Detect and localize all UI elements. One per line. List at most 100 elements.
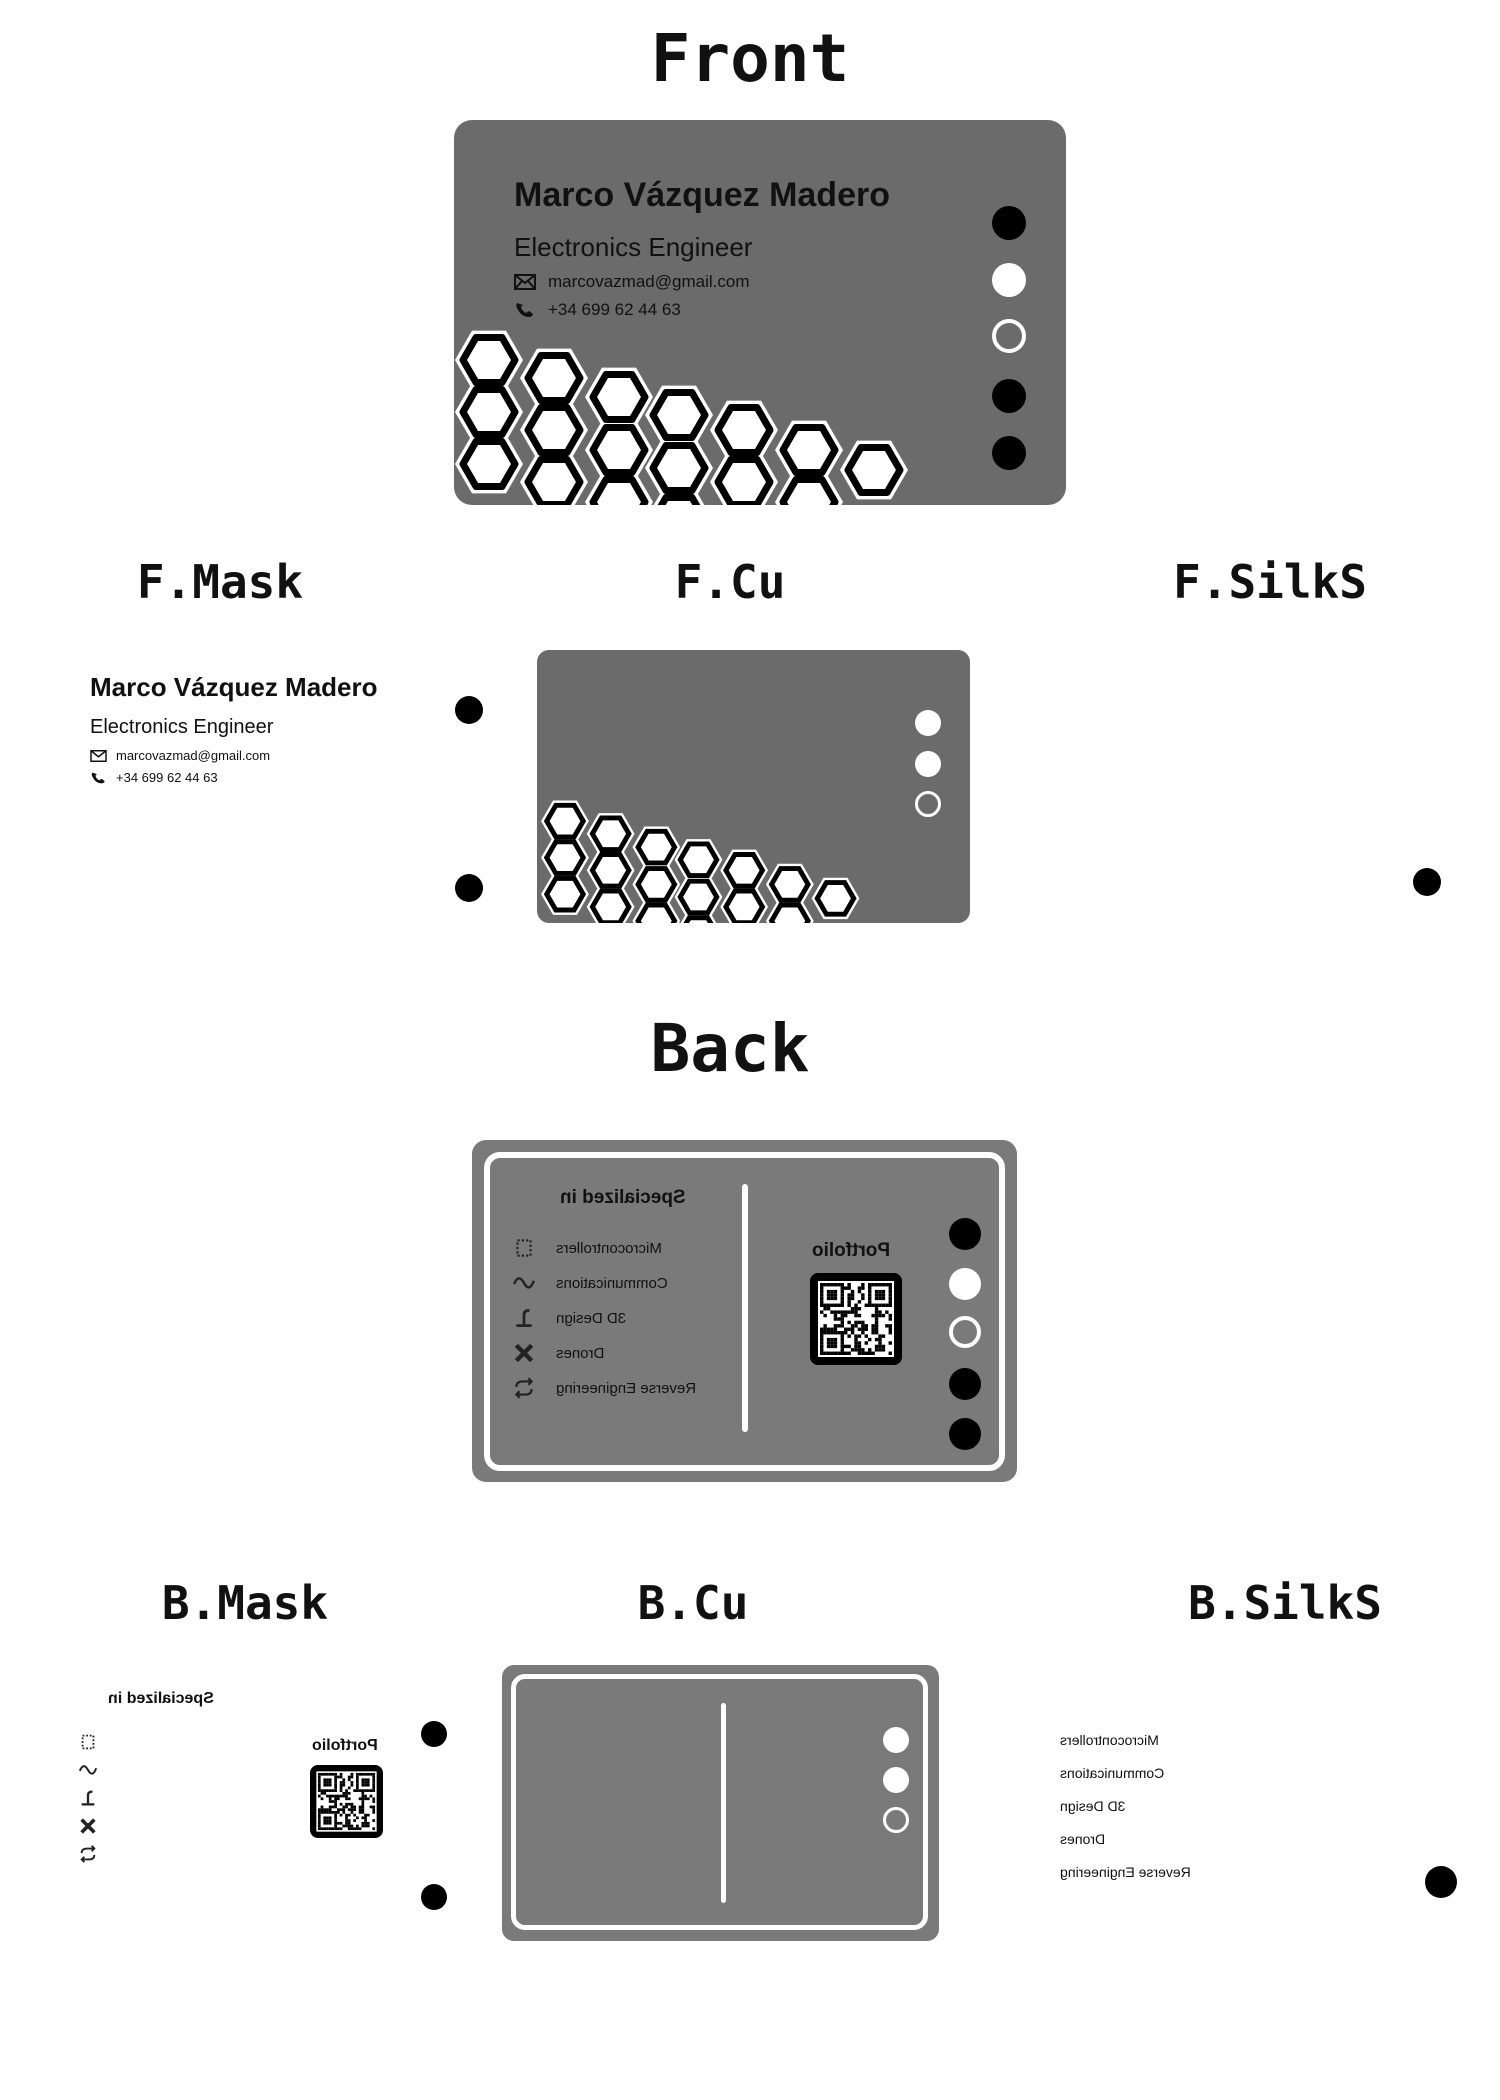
qr-module <box>331 1800 335 1803</box>
qr-module <box>881 1293 886 1297</box>
hexagon <box>459 334 519 386</box>
pad-white <box>949 1268 981 1300</box>
qr-module <box>317 1775 321 1779</box>
qr-module <box>345 1797 348 1801</box>
qr-module <box>826 1293 831 1297</box>
qr-module <box>372 1800 376 1803</box>
wave-icon <box>78 1765 98 1775</box>
qr-module <box>372 1827 376 1831</box>
divider <box>742 1184 748 1432</box>
qr-module <box>320 1827 324 1831</box>
qr-module <box>874 1289 879 1294</box>
envelope-icon <box>514 274 536 290</box>
qr-module <box>878 1289 882 1294</box>
specialized-title: Specialized in <box>560 1187 686 1208</box>
qr-module <box>826 1283 831 1287</box>
hexagon <box>589 476 649 505</box>
qr-module <box>823 1303 827 1307</box>
qr-module <box>830 1344 834 1349</box>
qr-module <box>874 1283 879 1287</box>
qr-module <box>345 1802 348 1806</box>
qr-module <box>833 1296 838 1301</box>
qr-module <box>353 1819 357 1822</box>
qr-module <box>881 1283 886 1287</box>
qr-module <box>830 1289 834 1294</box>
qr-module <box>342 1811 346 1814</box>
qr-module <box>820 1310 824 1314</box>
qr-module <box>364 1797 367 1801</box>
qr-module <box>874 1324 879 1328</box>
qr-module <box>350 1775 354 1779</box>
qr-module <box>334 1805 337 1809</box>
qr-module <box>861 1331 865 1335</box>
qr-module <box>888 1331 892 1335</box>
hexagon <box>459 386 519 438</box>
qr-module <box>326 1827 329 1831</box>
qr-module <box>844 1327 848 1331</box>
qr-module <box>888 1317 892 1321</box>
hexagon-pattern <box>455 330 908 505</box>
qr-module <box>369 1794 373 1798</box>
qr-module <box>820 1283 824 1287</box>
qr-module <box>320 1772 324 1776</box>
qr-module <box>350 1772 354 1776</box>
hole <box>949 1418 981 1450</box>
divider <box>721 1703 726 1903</box>
qr-module <box>366 1781 370 1784</box>
qr-module <box>888 1283 892 1287</box>
qr-module <box>881 1348 886 1352</box>
qr-module <box>850 1348 855 1352</box>
qr-module <box>850 1324 855 1328</box>
qr-module <box>372 1783 376 1787</box>
qr-module <box>356 1772 359 1776</box>
qr-module <box>881 1313 886 1318</box>
qr-module <box>864 1303 868 1307</box>
specialization-label: 3D Design <box>556 1309 627 1327</box>
qr-module <box>826 1351 831 1355</box>
qr-module <box>372 1778 376 1782</box>
phone-icon <box>91 772 105 783</box>
qr-module <box>888 1289 892 1294</box>
qr-module <box>868 1337 872 1342</box>
qr-module <box>833 1317 838 1321</box>
qr-module <box>826 1344 831 1349</box>
hexagon <box>768 866 811 903</box>
qr-module <box>861 1320 865 1325</box>
qr-module <box>372 1781 376 1784</box>
qr-module <box>874 1307 879 1311</box>
qr-module <box>833 1327 838 1331</box>
qr-module <box>888 1341 892 1345</box>
qr-module <box>331 1805 335 1809</box>
qr-module <box>868 1283 872 1287</box>
qr-module <box>345 1789 348 1792</box>
qr-module <box>840 1313 844 1318</box>
qr-module <box>350 1808 354 1812</box>
qr-code <box>810 1273 902 1365</box>
qr-module <box>372 1775 376 1779</box>
qr-module <box>820 1327 824 1331</box>
qr-module <box>361 1772 365 1776</box>
qr-module <box>320 1791 324 1795</box>
email-text: marcovazmad@gmail.com <box>548 272 750 291</box>
mask-email: marcovazmad@gmail.com <box>90 748 270 763</box>
qr-code-icon <box>818 1281 894 1357</box>
qr-module <box>356 1786 359 1790</box>
qr-module <box>830 1283 834 1287</box>
qr-module <box>840 1348 844 1352</box>
qr-module <box>339 1827 343 1831</box>
qr-module <box>840 1324 844 1328</box>
qr-module <box>847 1320 851 1325</box>
hexagon <box>524 404 584 456</box>
qr-module <box>885 1303 889 1307</box>
qr-module <box>334 1800 337 1803</box>
qr-module <box>844 1286 848 1290</box>
qr-module <box>347 1802 351 1806</box>
qr-module <box>840 1293 844 1297</box>
silk-label: Communications <box>1060 1765 1165 1781</box>
layer-bsilk-title: B.SilkS <box>1188 1576 1382 1630</box>
qr-module <box>885 1324 889 1328</box>
qr-module <box>878 1313 882 1318</box>
qr-module <box>364 1778 367 1782</box>
qr-module <box>342 1778 346 1782</box>
qr-module <box>323 1819 327 1822</box>
